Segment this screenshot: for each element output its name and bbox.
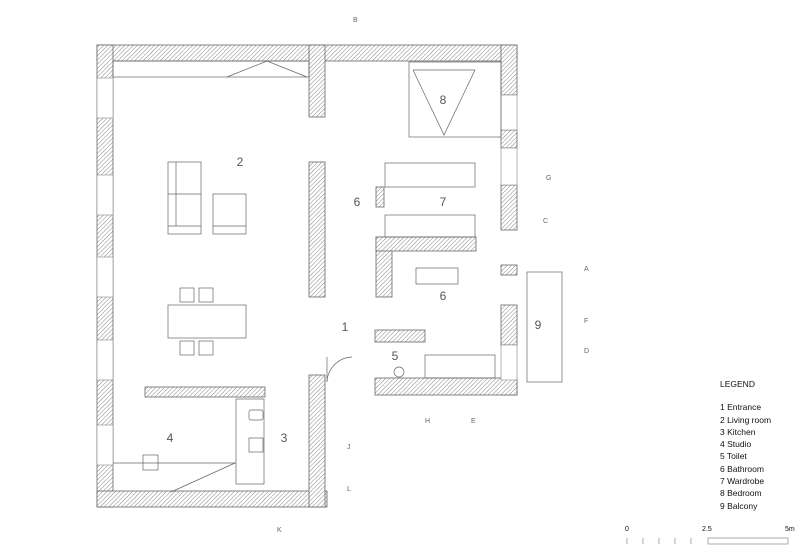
scale-label-5m: 5m [785, 526, 795, 533]
furniture [112, 60, 563, 493]
legend: LEGEND 1 Entrance 2 Living room 3 Kitche… [720, 378, 771, 512]
legend-item: 8 Bedroom [720, 488, 762, 499]
room-label-bedroom: 8 [439, 93, 447, 107]
legend-item: 4 Studio [720, 439, 752, 450]
scale-bar-graphic [626, 537, 789, 545]
room-label-studio: 4 [166, 431, 174, 445]
room-label-toilet: 5 [391, 349, 399, 363]
section-marker-c: C [543, 218, 549, 225]
legend-item: 3 Kitchen [720, 426, 756, 437]
room-label-wardrobe: 7 [439, 195, 447, 209]
section-marker-f: F [584, 318, 589, 325]
section-marker-h: H [425, 418, 431, 425]
legend-title: LEGEND [720, 379, 755, 389]
scale-label-0: 0 [625, 526, 629, 533]
section-marker-j: J [347, 444, 351, 451]
scale-label-2-5: 2.5 [702, 526, 712, 533]
section-marker-d: D [584, 348, 590, 355]
room-label-kitchen: 3 [280, 431, 288, 445]
room-label-bathroom-1: 6 [353, 195, 361, 209]
section-marker-k: K [277, 527, 282, 534]
room-label-bathroom-2: 6 [439, 289, 447, 303]
legend-item: 5 Toilet [720, 451, 747, 462]
room-label-entrance: 1 [341, 320, 349, 334]
section-marker-e: E [471, 418, 476, 425]
section-marker-g: G [546, 175, 552, 182]
legend-item: 9 Balcony [720, 500, 758, 511]
room-label-balcony: 9 [534, 318, 542, 332]
legend-item: 6 Bathroom [720, 463, 764, 474]
section-marker-a: A [584, 266, 589, 273]
legend-item: 7 Wardrobe [720, 476, 765, 487]
legend-item: 2 Living room [720, 414, 772, 425]
section-marker-l: L [347, 486, 351, 493]
room-label-living-room: 2 [236, 155, 244, 169]
legend-item: 1 Entrance [720, 402, 762, 413]
section-marker-b: B [353, 17, 358, 24]
